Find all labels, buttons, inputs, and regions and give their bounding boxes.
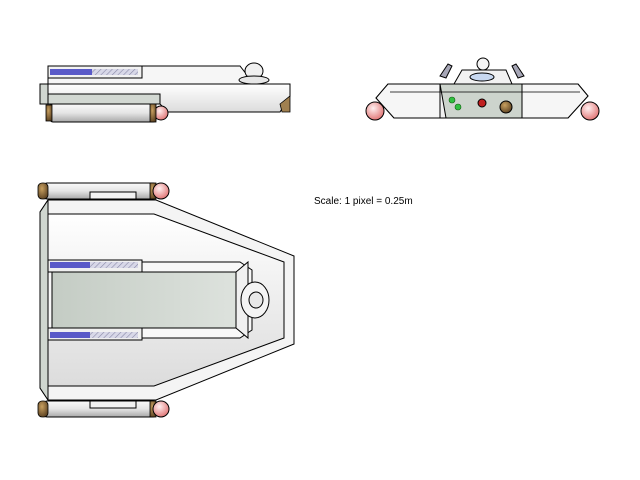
front-dome-ring xyxy=(469,72,495,82)
side-blue-stripe xyxy=(50,69,92,75)
top-nacelle-lower-cap xyxy=(152,400,170,418)
top-nacelle-upper-cap xyxy=(152,182,170,200)
side-rear-panel xyxy=(39,83,49,105)
top-outer-hull-rear-shade xyxy=(39,198,49,402)
top-dome-inner xyxy=(248,291,264,309)
top-pylon-lower xyxy=(89,400,137,409)
front-nacelle-left xyxy=(365,101,385,121)
side-view xyxy=(39,62,291,123)
front-view xyxy=(365,57,600,121)
side-nacelle-aft-cap xyxy=(45,104,53,122)
top-blue-stripe-upper xyxy=(50,262,90,268)
front-green-light-2 xyxy=(454,103,462,111)
side-nacelle-brown-band xyxy=(149,103,157,123)
front-nacelle-right xyxy=(580,101,600,121)
front-red-light xyxy=(477,98,487,108)
scale-label: Scale: 1 pixel = 0.25m xyxy=(314,196,413,207)
side-dome-base xyxy=(238,75,270,85)
top-hatch-stripe-upper xyxy=(90,262,138,268)
side-hatch-stripe xyxy=(92,69,138,75)
top-blue-stripe-lower xyxy=(50,332,90,338)
top-nacelle-upper-aft xyxy=(37,182,49,200)
side-bay-panel xyxy=(47,93,161,105)
top-pylon-upper xyxy=(89,191,137,200)
top-bay-interior xyxy=(51,271,237,329)
side-nacelle xyxy=(49,103,157,123)
front-dome-top xyxy=(476,57,490,71)
top-view xyxy=(37,182,295,418)
front-hull-right-wing xyxy=(521,83,589,119)
front-fin-right xyxy=(511,63,525,79)
front-hull-left-wing xyxy=(375,83,441,119)
side-nose-tip xyxy=(279,95,291,113)
front-fin-left xyxy=(439,63,453,79)
top-nacelle-lower-aft xyxy=(37,400,49,418)
top-hatch-stripe-lower xyxy=(90,332,138,338)
front-brown-port xyxy=(499,100,513,114)
front-green-light-1 xyxy=(448,96,456,104)
